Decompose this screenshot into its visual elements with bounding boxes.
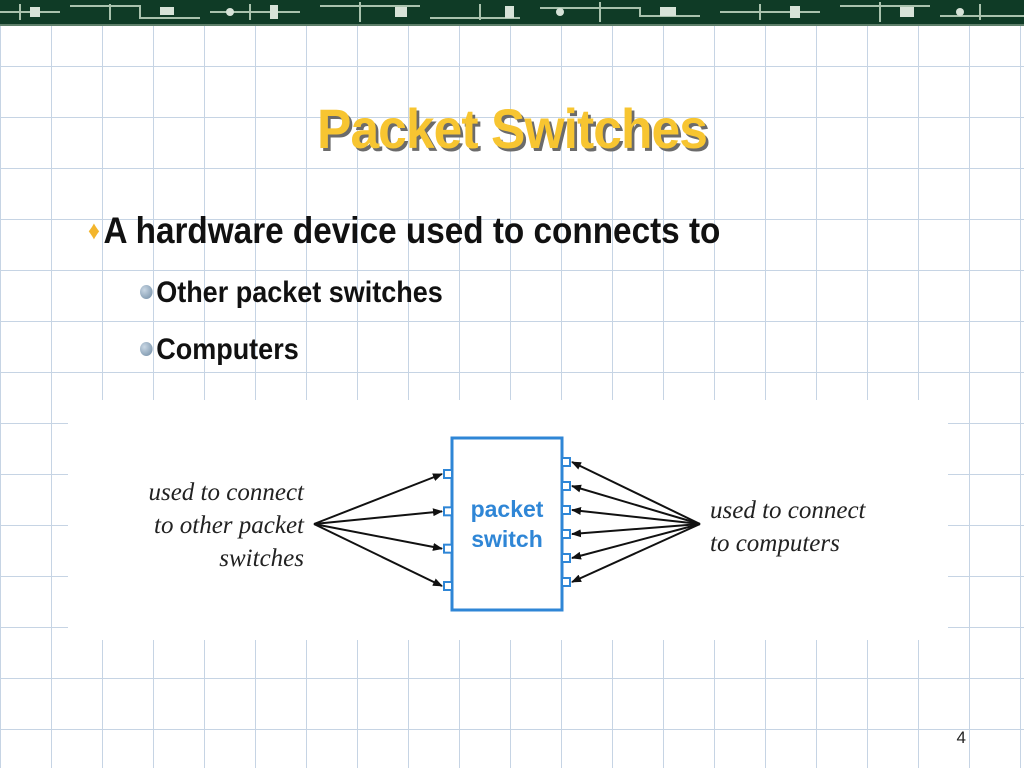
page-number: 4 xyxy=(956,728,966,747)
switch-label-line: packet xyxy=(470,496,544,522)
sub-bullet-text: Other packet switches xyxy=(156,276,443,309)
left-port xyxy=(443,469,453,479)
main-bullet-text: A hardware device used to connects to xyxy=(103,210,721,251)
right-port xyxy=(561,481,571,491)
slide-title: Packet Switches xyxy=(317,97,708,160)
right-diagram-label: used to connect to computers xyxy=(710,494,866,560)
right-arrow xyxy=(571,461,701,525)
right-port xyxy=(561,553,571,563)
right-arrow xyxy=(571,523,701,538)
right-arrow xyxy=(571,523,701,560)
left-label-line: used to connect xyxy=(148,479,304,506)
left-arrow xyxy=(313,523,443,551)
main-bullet: ♦A hardware device used to connects to xyxy=(88,210,720,252)
left-label-line: to other packet xyxy=(154,512,304,539)
left-arrow xyxy=(313,473,443,525)
right-label-line: used to connect xyxy=(710,497,866,524)
left-diagram-label: used to connect to other packet switches xyxy=(86,476,304,575)
diamond-bullet-icon: ♦ xyxy=(88,215,100,245)
right-port xyxy=(561,529,571,539)
switch-label-line: switch xyxy=(471,526,543,552)
left-label-line: switches xyxy=(219,545,304,572)
right-port xyxy=(561,577,571,587)
right-arrow xyxy=(571,484,701,525)
packet-switch-label: packet switch xyxy=(454,494,560,554)
right-arrow xyxy=(571,523,701,583)
round-bullet-icon xyxy=(140,342,153,356)
packet-switch-diagram: used to connect to other packet switches… xyxy=(68,400,948,640)
circuit-pattern-icon xyxy=(0,2,1024,22)
left-port xyxy=(443,506,453,517)
right-arrow xyxy=(571,507,701,525)
right-port xyxy=(561,505,571,515)
left-port xyxy=(443,581,453,591)
left-arrow xyxy=(313,523,443,587)
round-bullet-icon xyxy=(140,285,153,299)
diagram-canvas xyxy=(313,436,701,612)
sub-bullet-computers: Computers xyxy=(140,333,299,367)
sub-bullet-other-switches: Other packet switches xyxy=(140,276,443,310)
sub-bullet-text: Computers xyxy=(156,333,299,366)
right-label-line: to computers xyxy=(710,530,840,557)
left-port xyxy=(443,543,453,554)
left-arrow xyxy=(313,508,443,525)
packet-switch-box xyxy=(450,436,564,612)
circuit-board-banner xyxy=(0,0,1024,26)
right-port xyxy=(561,457,571,467)
